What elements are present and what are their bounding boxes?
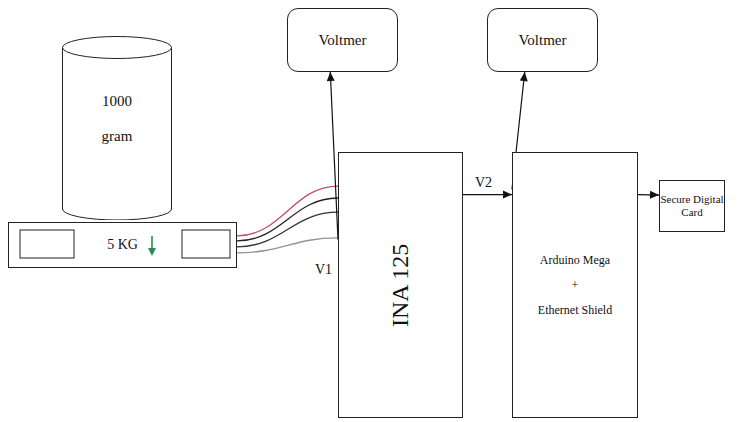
node-text: Arduino Mega	[540, 253, 610, 267]
node-text: 5 KG	[107, 237, 138, 254]
node-text: 1000 gram	[93, 84, 141, 154]
force-arrowhead	[148, 248, 156, 256]
arrowhead	[520, 72, 528, 81]
wire	[237, 238, 338, 253]
storage-box: Secure Digital Card	[659, 180, 725, 232]
signal-arrow	[638, 191, 659, 199]
force-arrow	[151, 236, 153, 249]
load-cell-pad	[182, 230, 230, 258]
node-text: INA 125	[386, 243, 415, 326]
weight-cylinder: 1000 gram	[62, 36, 172, 220]
arrowhead	[327, 72, 335, 81]
node-text: Secure Digital Card	[660, 193, 724, 219]
node-text: Voltmer	[318, 31, 366, 49]
meter-box: Voltmer	[287, 8, 398, 72]
signal-label: V2	[474, 175, 493, 191]
cylinder-body	[63, 47, 172, 220]
arrow-line	[330, 72, 338, 240]
cylinder-top	[63, 37, 172, 59]
controller-box: Arduino Mega + Ethernet Shield	[512, 152, 638, 418]
arrowhead	[650, 191, 659, 199]
load-cell-pad	[20, 230, 74, 258]
node-text: +	[572, 278, 579, 292]
load-cell: 5 KG	[8, 222, 237, 268]
node-text: Ethernet Shield	[538, 303, 612, 317]
signal-label: V1	[314, 262, 333, 278]
wire	[237, 198, 338, 241]
wire	[237, 212, 338, 247]
amplifier-box: INA 125	[338, 152, 463, 418]
signal-arrow	[327, 72, 338, 240]
wire-bundle	[237, 186, 338, 253]
node-text: Voltmer	[518, 31, 566, 49]
arrowhead	[503, 191, 512, 199]
signal-arrow	[463, 191, 512, 199]
wire	[237, 186, 338, 236]
meter-box: Voltmer	[487, 8, 598, 72]
